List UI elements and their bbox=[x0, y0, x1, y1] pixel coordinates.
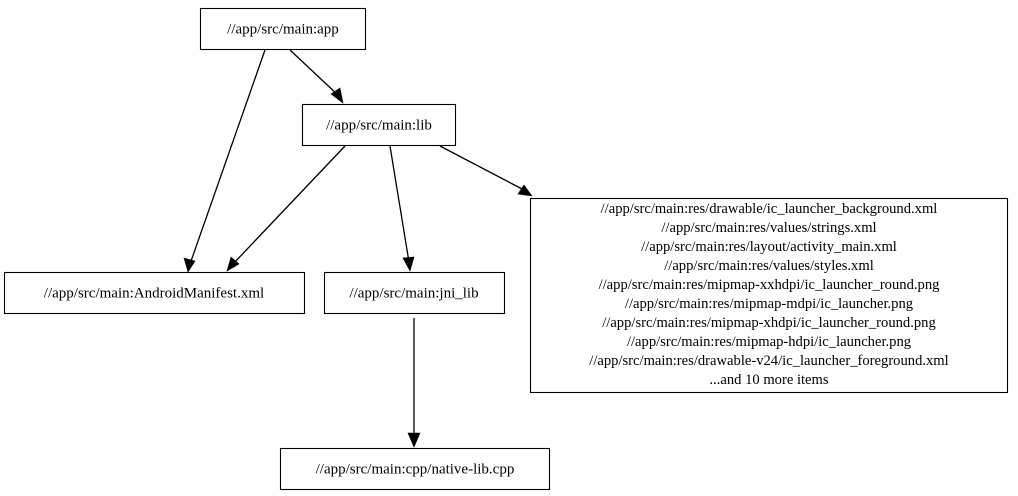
resources-line-5: //app/src/main:res/mipmap-xxhdpi/ic_laun… bbox=[599, 277, 941, 293]
node-resources[interactable]: //app/src/main:res/drawable/ic_launcher_… bbox=[529, 197, 1009, 394]
node-androidmanifest[interactable]: //app/src/main:AndroidManifest.xml bbox=[3, 271, 306, 315]
node-androidmanifest-label: //app/src/main:AndroidManifest.xml bbox=[44, 285, 264, 301]
resources-line-9: //app/src/main:res/drawable-v24/ic_launc… bbox=[589, 353, 948, 369]
resources-line-6: //app/src/main:res/mipmap-mdpi/ic_launch… bbox=[625, 296, 914, 312]
node-lib-label: //app/src/main:lib bbox=[326, 117, 432, 133]
edge-app-to-lib bbox=[289, 49, 344, 104]
edge-lib-to-resources bbox=[439, 145, 533, 197]
edge-lib-to-manifest bbox=[226, 145, 346, 272]
node-native-lib-cpp[interactable]: //app/src/main:cpp/native-lib.cpp bbox=[279, 447, 551, 491]
resources-line-1: //app/src/main:res/drawable/ic_launcher_… bbox=[601, 201, 938, 217]
edge-app-to-manifest bbox=[183, 49, 266, 273]
resources-line-10: ...and 10 more items bbox=[709, 372, 828, 388]
resources-line-8: //app/src/main:res/mipmap-hdpi/ic_launch… bbox=[627, 334, 912, 350]
node-app-label: //app/src/main:app bbox=[227, 21, 339, 37]
node-lib[interactable]: //app/src/main:lib bbox=[301, 103, 457, 147]
node-jni-lib-label: //app/src/main:jni_lib bbox=[349, 285, 478, 301]
resources-line-4: //app/src/main:res/values/styles.xml bbox=[664, 258, 874, 274]
resources-line-2: //app/src/main:res/values/strings.xml bbox=[661, 220, 876, 236]
edge-lib-to-jni-lib bbox=[389, 145, 415, 272]
resources-line-7: //app/src/main:res/mipmap-xhdpi/ic_launc… bbox=[602, 315, 936, 331]
edge-jni-lib-to-native-lib bbox=[407, 318, 421, 448]
node-native-lib-cpp-label: //app/src/main:cpp/native-lib.cpp bbox=[316, 461, 515, 477]
node-jni-lib[interactable]: //app/src/main:jni_lib bbox=[323, 271, 506, 315]
resources-line-3: //app/src/main:res/layout/activity_main.… bbox=[641, 239, 897, 255]
node-app[interactable]: //app/src/main:app bbox=[199, 7, 367, 51]
